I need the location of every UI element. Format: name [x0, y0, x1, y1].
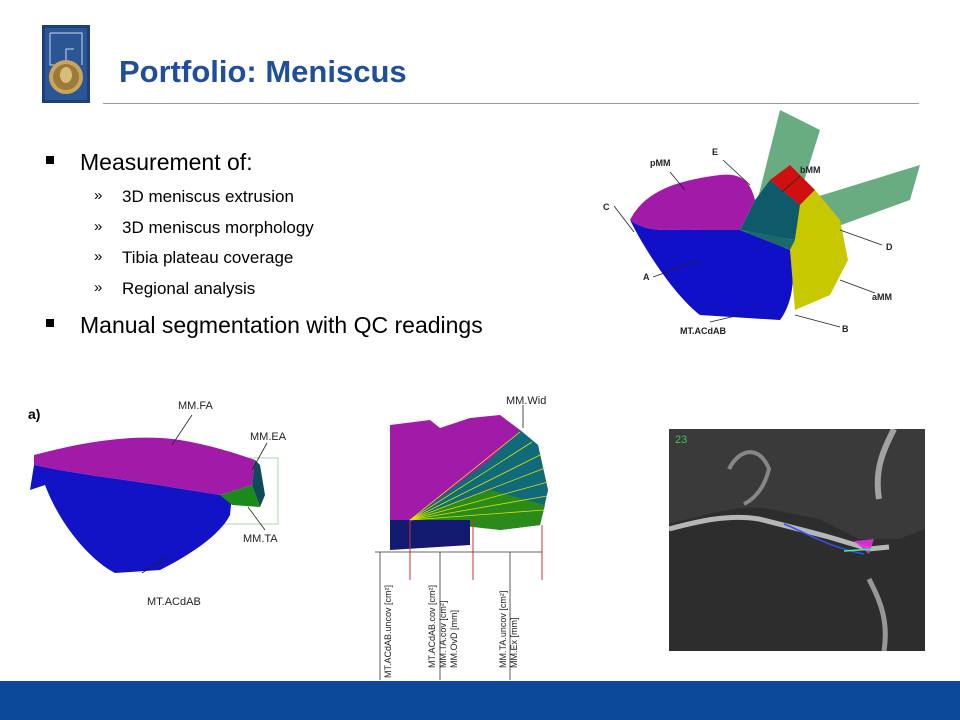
- square-bullet-icon: [46, 156, 54, 164]
- label-MM.TA: MM.TA: [243, 533, 278, 545]
- footer-bar: [0, 681, 960, 720]
- meniscus-3d-figure: pMM E bMM C D A aMM MT.ACdAB B: [603, 110, 920, 336]
- chevron-bullet-icon: »: [94, 187, 103, 204]
- label-MM.Wid: MM.Wid: [506, 395, 546, 407]
- sub-bullet-1: » 3D meniscus extrusion: [94, 187, 294, 206]
- sub-bullet-3: » Tibia plateau coverage: [94, 248, 294, 267]
- bullet-1: Measurement of:: [46, 149, 253, 176]
- label-MT.ACdAB: MT.ACdAB: [147, 596, 201, 608]
- page-title: Portfolio: Meniscus: [119, 54, 407, 89]
- label-MM.TA.uncov: MM.TA.uncov [cm²]: [498, 591, 508, 668]
- label-D: D: [886, 242, 893, 252]
- label-C: C: [603, 202, 610, 212]
- label-A: A: [643, 272, 650, 282]
- institution-logo: [42, 25, 90, 103]
- sub-bullet-4: » Regional analysis: [94, 279, 256, 298]
- bullet-2-label: Manual segmentation with QC readings: [80, 312, 483, 338]
- label-pMM: pMM: [650, 158, 671, 168]
- bullet-1-label: Measurement of:: [80, 149, 253, 175]
- square-bullet-icon: [46, 319, 54, 327]
- label-MM.TA.cov: MM.TA.cov [cm²]: [438, 601, 448, 668]
- chevron-bullet-icon: »: [94, 248, 103, 265]
- label-bMM: bMM: [800, 165, 821, 175]
- meniscus-width-figure: MM.Wid MT.ACdAB.uncov [cm²] MT.ACdAB.cov…: [375, 395, 549, 680]
- label-MM.OvD: MM.OvD [mm]: [449, 610, 459, 668]
- sub-bullet-2: » 3D meniscus morphology: [94, 218, 314, 237]
- chevron-bullet-icon: »: [94, 279, 103, 296]
- label-MT.ACdAB.uncov: MT.ACdAB.uncov [cm²]: [383, 585, 393, 678]
- bullet-2: Manual segmentation with QC readings: [46, 312, 483, 339]
- chevron-bullet-icon: »: [94, 218, 103, 235]
- meniscus-area-figure: a) MM.FA MM.EA MM.TA MT.ACdAB: [28, 400, 287, 608]
- label-MM.EA: MM.EA: [250, 431, 287, 443]
- label-MT.ACdAB: MT.ACdAB: [680, 326, 726, 336]
- mri-scan-image: 23: [669, 429, 925, 651]
- label-aMM: aMM: [872, 292, 892, 302]
- label-E: E: [712, 147, 718, 157]
- title-divider: [103, 103, 919, 104]
- label-MM.FA: MM.FA: [178, 400, 213, 412]
- label-B: B: [842, 324, 849, 334]
- label-MM.Ex: MM.Ex [mm]: [509, 618, 519, 669]
- panel-label-a: a): [28, 406, 40, 422]
- label-MT.ACdAB.cov: MT.ACdAB.cov [cm²]: [427, 585, 437, 668]
- slice-number: 23: [675, 434, 687, 446]
